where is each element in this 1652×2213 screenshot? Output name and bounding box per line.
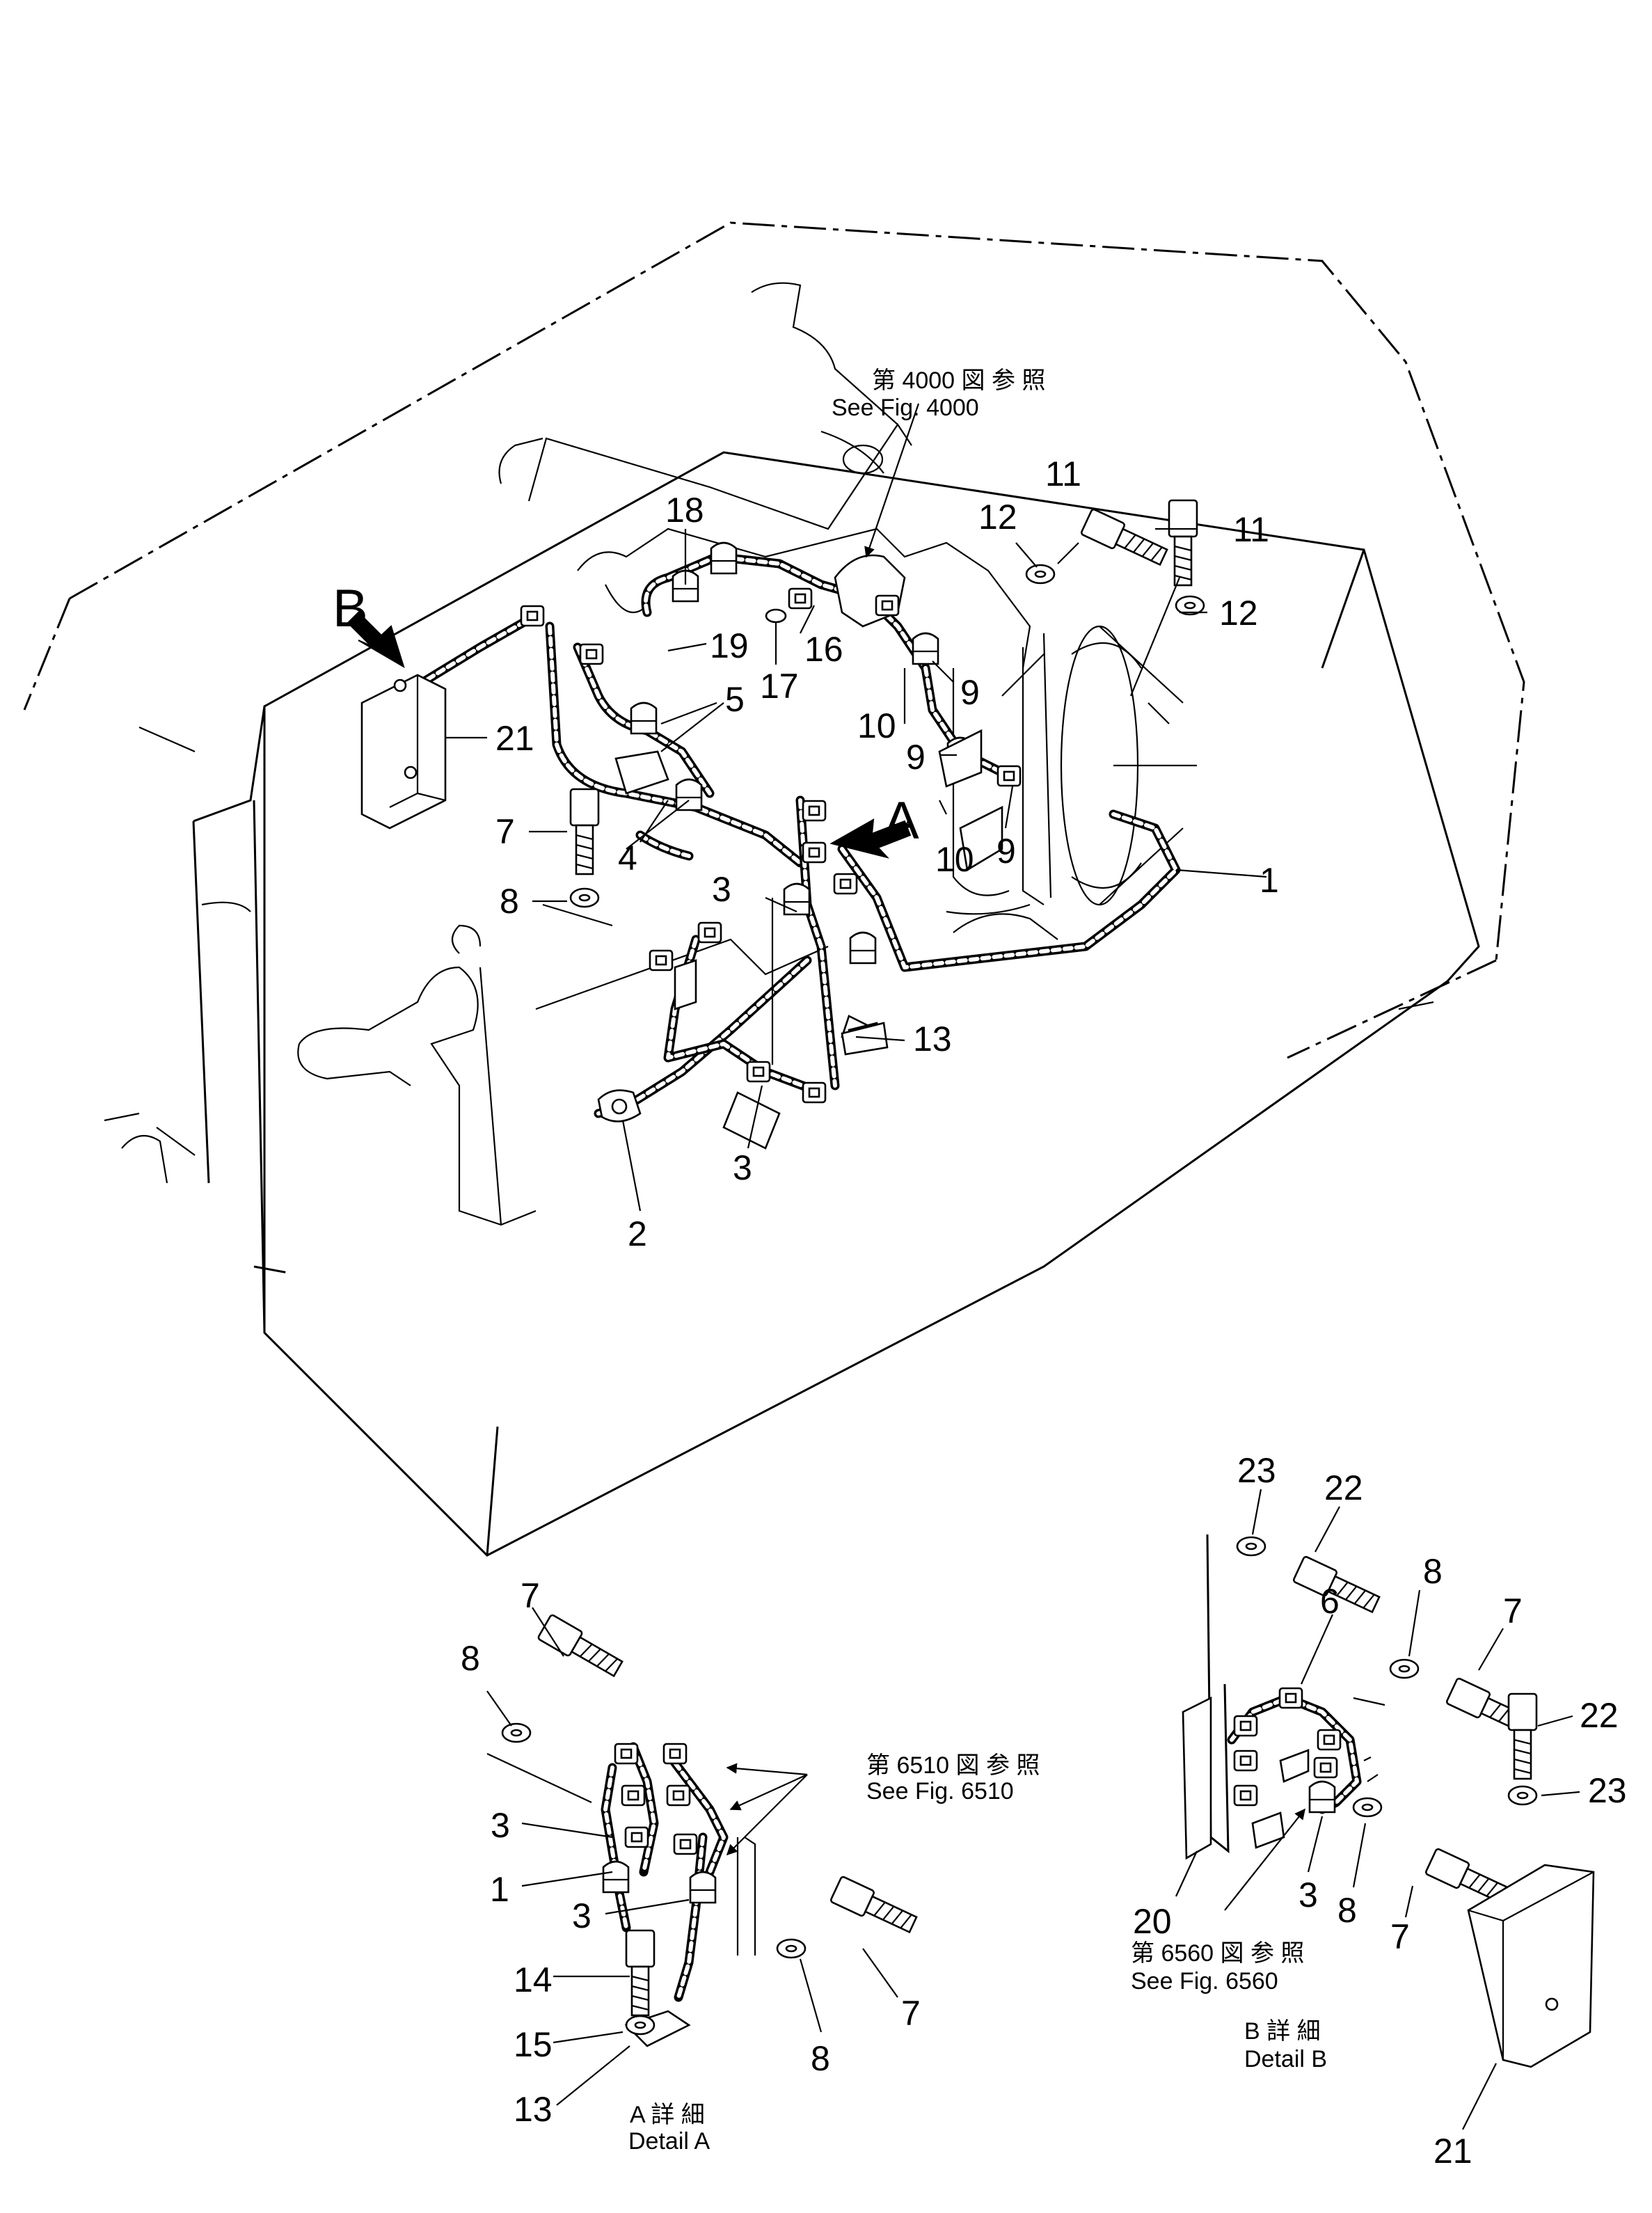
arrow-b-icon bbox=[347, 611, 405, 669]
detail-b-callout-8a: 8 bbox=[1423, 1552, 1443, 1591]
detail-a-callout-14: 14 bbox=[514, 1960, 553, 1999]
controller-box-21 bbox=[360, 674, 447, 830]
fan-icon bbox=[1060, 625, 1197, 906]
detail-a-callout-8a: 8 bbox=[461, 1639, 480, 1678]
machine-body-outline bbox=[23, 221, 1525, 1557]
detail-b-view: 23 22 8 6 7 22 23 20 3 8 7 21 第 6560 図 参… bbox=[1131, 1451, 1627, 2171]
callout-19: 19 bbox=[710, 626, 749, 665]
detail-a-callout-8b: 8 bbox=[811, 2039, 830, 2078]
detail-b-caption-en: Detail B bbox=[1244, 2046, 1327, 2072]
callout-12b: 12 bbox=[1219, 594, 1258, 633]
arrow-a-icon bbox=[829, 818, 912, 859]
detail-b-callout-8b: 8 bbox=[1337, 1891, 1357, 1930]
ref-6510-en: See Fig. 6510 bbox=[866, 1778, 1014, 1804]
main-components bbox=[360, 499, 1205, 1150]
callout-7: 7 bbox=[495, 812, 515, 851]
callout-10b: 10 bbox=[935, 840, 974, 879]
callout-13: 13 bbox=[913, 1020, 952, 1058]
detail-b-callout-7a: 7 bbox=[1503, 1592, 1523, 1631]
detail-a-callout-7b: 7 bbox=[901, 1994, 921, 2033]
callout-3-lower: 3 bbox=[733, 1148, 752, 1187]
callout-21: 21 bbox=[495, 719, 534, 758]
tag-5 bbox=[614, 750, 669, 795]
detail-a-callout-13: 13 bbox=[514, 2090, 553, 2129]
callout-arrow-a: A bbox=[884, 791, 919, 850]
detail-a-caption-jp: A 詳 細 bbox=[630, 2102, 705, 2128]
callout-9a: 9 bbox=[960, 673, 980, 712]
cover-21 bbox=[1467, 1864, 1595, 2068]
engine-outline bbox=[104, 282, 1197, 1226]
detail-b-callout-21: 21 bbox=[1433, 2132, 1472, 2171]
callout-1: 1 bbox=[1260, 861, 1279, 900]
detail-a-callout-15: 15 bbox=[514, 2025, 553, 2064]
detail-b-callout-23a: 23 bbox=[1237, 1451, 1276, 1490]
ref-4000-jp: 第 4000 図 参 照 bbox=[872, 367, 1045, 394]
detail-a-callout-1: 1 bbox=[490, 1870, 509, 1909]
reference-arrow-icon bbox=[1224, 1808, 1305, 1911]
main-callouts: B A 1 2 3 3 4 5 7 8 9 9 9 10 10 11 11 12… bbox=[333, 367, 1279, 1253]
detail-a-callout-7a: 7 bbox=[521, 1576, 540, 1615]
ref-6510-jp: 第 6510 図 参 照 bbox=[866, 1752, 1040, 1779]
reference-arrow-icon bbox=[726, 1763, 808, 1856]
callout-5: 5 bbox=[725, 680, 745, 719]
callout-17: 17 bbox=[760, 667, 799, 706]
detail-a-callout-3b: 3 bbox=[572, 1896, 591, 1935]
detail-b-callout-6: 6 bbox=[1320, 1582, 1340, 1621]
detail-b-callout-3: 3 bbox=[1298, 1875, 1318, 1914]
callout-9c: 9 bbox=[996, 832, 1016, 871]
callout-arrow-b: B bbox=[333, 579, 368, 638]
callout-11a: 11 bbox=[1045, 454, 1081, 493]
callout-12a: 12 bbox=[978, 498, 1017, 537]
detail-b-callout-22b: 22 bbox=[1580, 1696, 1619, 1735]
detail-b-caption-jp: B 詳 細 bbox=[1244, 2018, 1321, 2045]
ref-4000-en: See Fig. 4000 bbox=[832, 395, 979, 421]
callout-18: 18 bbox=[665, 491, 704, 530]
callout-11b: 11 bbox=[1233, 510, 1269, 549]
ref-6560-en: See Fig. 6560 bbox=[1131, 1968, 1278, 1994]
detail-b-callout-7b: 7 bbox=[1390, 1917, 1410, 1956]
wiring-harness bbox=[413, 552, 1181, 1118]
detail-a-view: 7 8 3 1 3 14 15 13 7 8 第 6510 図 参 照 See … bbox=[461, 1576, 1040, 2155]
detail-b-callout-20: 20 bbox=[1133, 1902, 1172, 1941]
callout-8: 8 bbox=[500, 882, 519, 921]
leader-lines-main bbox=[445, 403, 1267, 1212]
detail-a-caption-en: Detail A bbox=[628, 2128, 710, 2155]
callout-9b: 9 bbox=[906, 738, 926, 777]
callout-4: 4 bbox=[618, 839, 637, 878]
callout-16: 16 bbox=[804, 630, 843, 669]
detail-a-callout-3a: 3 bbox=[491, 1806, 510, 1845]
callout-3-upper: 3 bbox=[712, 870, 731, 909]
seal-17 bbox=[765, 608, 787, 624]
callout-10a: 10 bbox=[857, 706, 896, 745]
detail-b-callout-23b: 23 bbox=[1588, 1771, 1627, 1810]
detail-b-callout-22a: 22 bbox=[1324, 1468, 1363, 1507]
ref-6560-jp: 第 6560 図 参 照 bbox=[1131, 1940, 1304, 1967]
callout-2: 2 bbox=[628, 1214, 647, 1253]
